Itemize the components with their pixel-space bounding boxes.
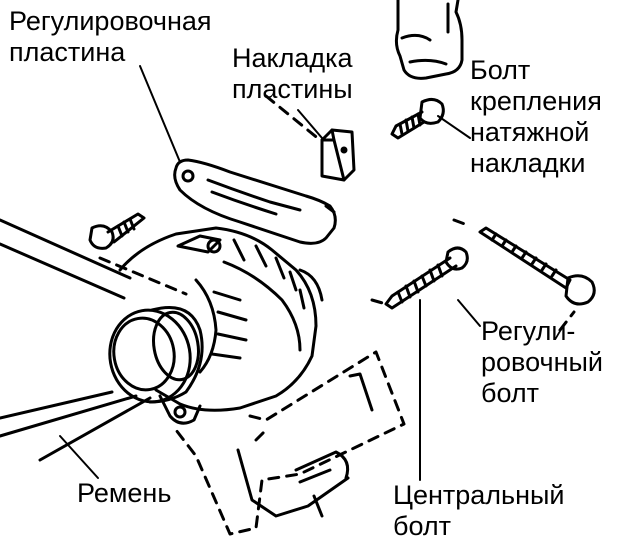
label-line: Центральный: [393, 480, 565, 510]
small-bolt-left-part: [88, 212, 146, 250]
label-line: ровочный: [481, 347, 603, 377]
dashed-guide-lines: [98, 94, 576, 536]
label-center-bolt: Центральный болт: [393, 480, 565, 542]
label-line: Ремень: [77, 478, 172, 508]
label-plate-cover: Накладка пластины: [232, 43, 353, 105]
plate-cover-part: [320, 128, 356, 182]
label-adjusting-bolt: Регули- ровочный болт: [481, 316, 603, 409]
belt-part: [0, 218, 152, 462]
label-line: болт: [393, 511, 452, 541]
label-line: Болт: [470, 55, 531, 85]
label-line: Регули-: [481, 316, 576, 346]
adjusting-plate-part: [173, 158, 337, 245]
label-line: болт: [481, 378, 540, 408]
label-adjusting-plate: Регулировочная пластина: [9, 6, 212, 68]
center-bolt-part: [384, 246, 469, 310]
leader-lines: [59, 65, 481, 481]
label-line: накладки: [470, 148, 586, 178]
label-line: натяжной: [470, 117, 590, 147]
alternator-part: [118, 226, 324, 425]
label-line: крепления: [470, 86, 602, 116]
tension-cover-bolt-part: [390, 97, 445, 140]
pulley-part: [108, 306, 204, 404]
top-mount-bracket: [394, 0, 464, 80]
lower-bracket-part: [236, 372, 374, 518]
adjusting-bolt-part: [478, 226, 596, 306]
label-line: Накладка: [232, 43, 353, 73]
label-line: пластина: [9, 37, 126, 67]
label-tension-cover-bolt: Болт крепления натяжной накладки: [470, 55, 602, 179]
label-belt: Ремень: [77, 478, 171, 509]
label-line: Регулировочная: [9, 6, 212, 36]
label-line: пластины: [232, 74, 353, 104]
